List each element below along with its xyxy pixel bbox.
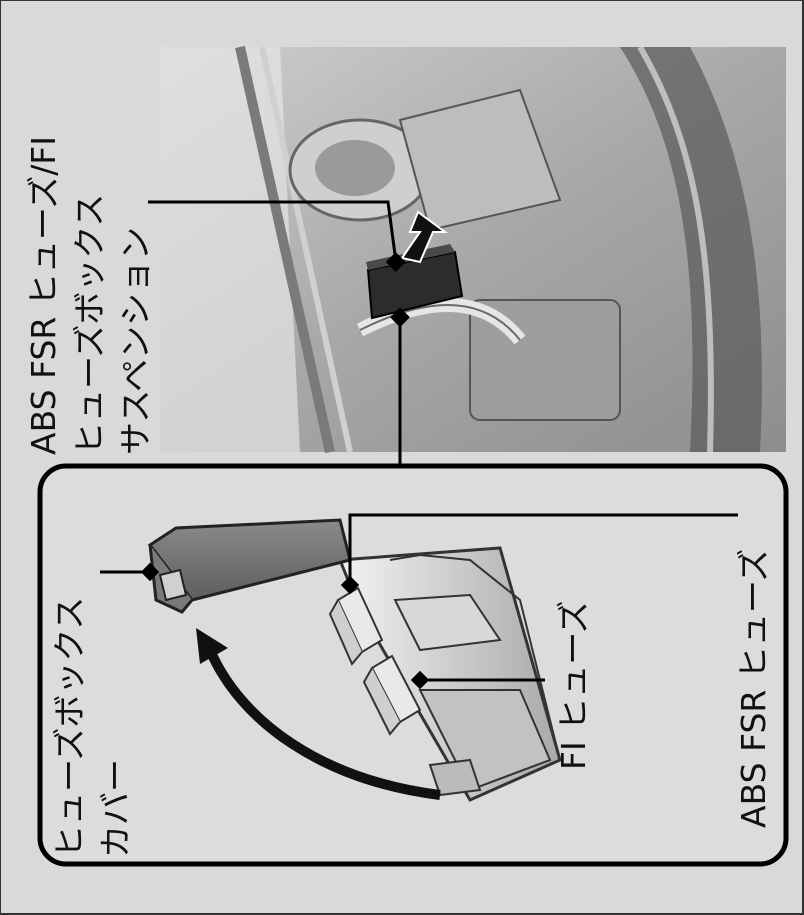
- callout-fi: [340, 513, 738, 595]
- callout-abs: [410, 670, 545, 690]
- lift-arrow: [400, 210, 449, 264]
- label-top-line1: ABS FSR ヒューズ/FI: [24, 135, 63, 455]
- label-fi-fuse: FI ヒューズ: [554, 600, 593, 770]
- callout-cover: [100, 562, 160, 582]
- label-abs-fsr-fuse: ABS FSR ヒューズ: [734, 548, 773, 828]
- callout-top: [148, 200, 410, 466]
- label-cover-line2: カバー: [96, 759, 135, 858]
- engine-photo: [160, 45, 786, 454]
- inset-fuse-box: [328, 546, 562, 802]
- label-top-line3: サスペンション: [116, 226, 155, 455]
- curved-arrow: [196, 628, 441, 800]
- label-cover-line1: ヒューズボックス: [50, 596, 89, 858]
- abs-fsr-fuse-part: [362, 654, 422, 736]
- label-top-line2: ヒューズボックス: [70, 193, 109, 455]
